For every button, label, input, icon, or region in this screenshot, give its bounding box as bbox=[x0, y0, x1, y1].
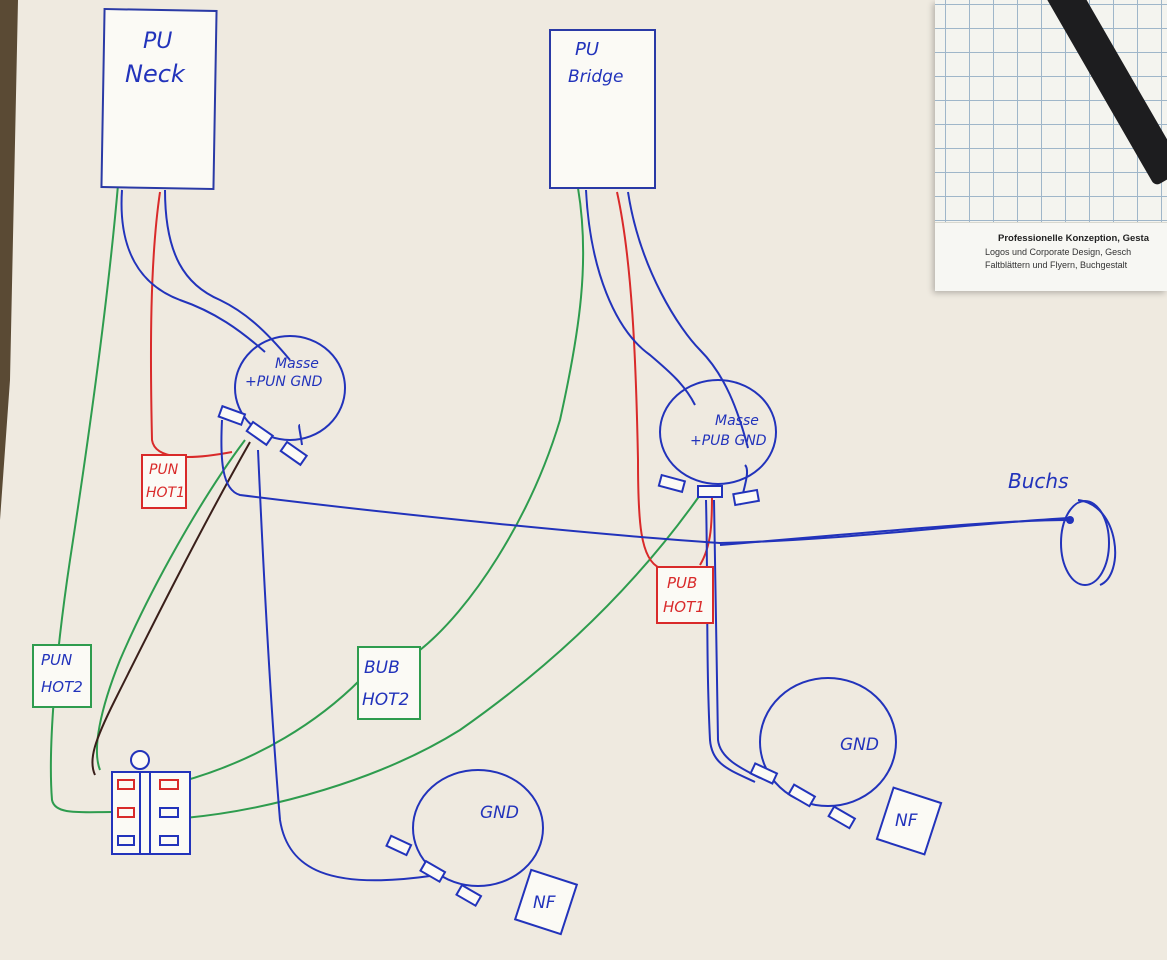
label-pun-hot1: PUN HOT1 bbox=[141, 454, 187, 509]
pickup-bridge-label-1: PU bbox=[575, 39, 599, 60]
label-pub-hot1: PUB HOT1 bbox=[656, 566, 714, 624]
label-pun-hot2: PUN HOT2 bbox=[32, 644, 92, 708]
tone-pot-right: GND NF bbox=[749, 677, 943, 856]
label-bub-hot2: BUB HOT2 bbox=[357, 646, 421, 720]
output-jack: Buchs bbox=[1008, 469, 1117, 586]
pot-bridge-label-1: Masse bbox=[715, 413, 759, 429]
notepad-line-1: Professionelle Konzeption, Gesta bbox=[998, 233, 1149, 244]
label-pun-hot1-2: HOT1 bbox=[146, 485, 185, 501]
label-bub-hot2-1: BUB bbox=[364, 658, 400, 678]
tone-pot-right-gnd: GND bbox=[840, 735, 879, 755]
tone-pot-left-gnd: GND bbox=[480, 803, 519, 823]
pickup-bridge: PU Bridge bbox=[549, 29, 656, 189]
pickup-neck-label-1: PU bbox=[143, 29, 172, 54]
label-pun-hot2-1: PUN bbox=[41, 651, 72, 669]
label-pub-hot1-2: HOT1 bbox=[663, 598, 705, 616]
label-pun-hot2-2: HOT2 bbox=[41, 678, 83, 696]
jack-label: Buchs bbox=[1008, 469, 1069, 493]
label-pun-hot1-1: PUN bbox=[149, 462, 179, 478]
pickup-bridge-label-2: Bridge bbox=[568, 67, 623, 87]
dark-wire bbox=[91, 441, 251, 776]
pot-bridge-label-2: +PUB GND bbox=[690, 433, 767, 449]
blue-wires bbox=[120, 189, 1071, 882]
tone-pot-left-nf: NF bbox=[533, 893, 556, 913]
pot-neck-label-1: Masse bbox=[275, 356, 319, 372]
pickup-switch bbox=[111, 750, 191, 855]
label-bub-hot2-2: HOT2 bbox=[362, 690, 409, 710]
pot-neck-label-2: +PUN GND bbox=[245, 374, 323, 390]
pot-neck: Masse +PUN GND bbox=[217, 335, 346, 467]
pickup-neck: PU Neck bbox=[100, 8, 218, 190]
tone-pot-left: GND NF bbox=[385, 769, 579, 936]
notepad: Professionelle Konzeption, Gesta Logos u… bbox=[935, 0, 1167, 291]
notepad-line-3: Faltblättern und Flyern, Buchgestalt bbox=[985, 260, 1128, 270]
notepad-line-2: Logos und Corporate Design, Gesch bbox=[985, 247, 1132, 257]
tone-pot-right-nf: NF bbox=[895, 811, 918, 831]
pickup-neck-label-2: Neck bbox=[125, 60, 186, 88]
pot-bridge: Masse +PUB GND bbox=[657, 379, 777, 507]
label-pub-hot1-1: PUB bbox=[667, 574, 697, 592]
notepad-print: Professionelle Konzeption, Gesta Logos u… bbox=[935, 222, 1167, 291]
